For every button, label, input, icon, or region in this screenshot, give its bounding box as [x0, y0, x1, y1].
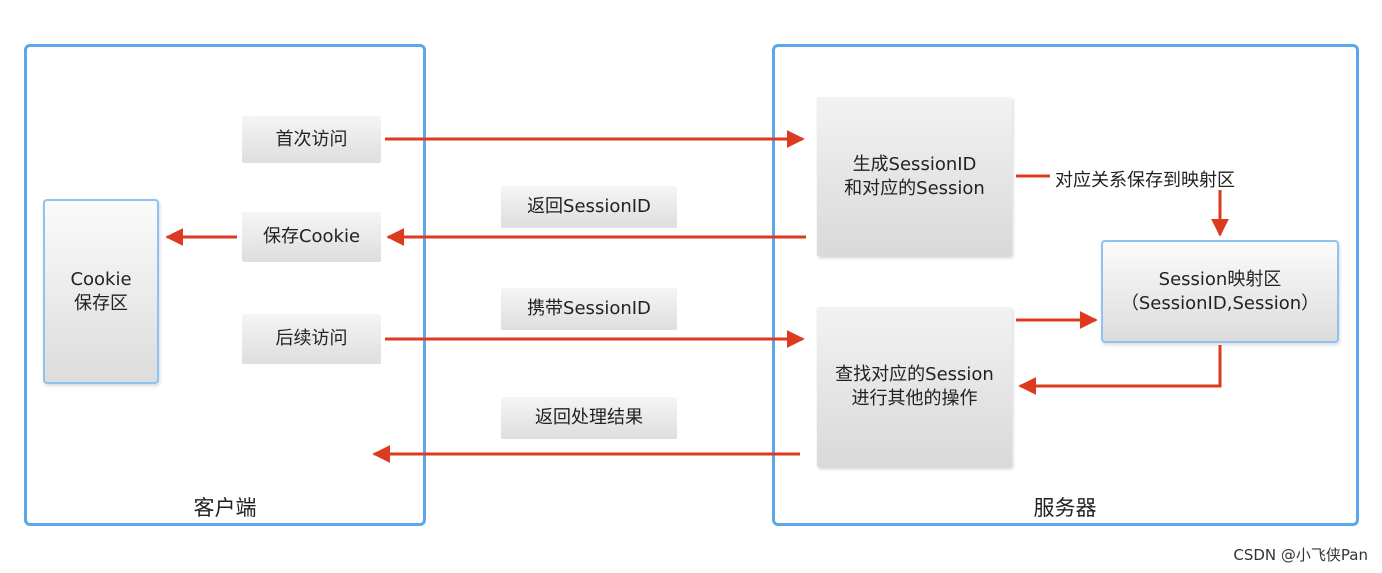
return-session-id-label: 返回SessionID: [501, 186, 677, 228]
save-cookie-box: 保存Cookie: [242, 212, 381, 262]
client-panel-title: 客户端: [193, 496, 257, 520]
later-visit-box: 后续访问: [242, 314, 381, 364]
cookie-store-box: Cookie 保存区: [43, 199, 159, 384]
carry-session-id-label: 携带SessionID: [501, 288, 677, 330]
return-result-label: 返回处理结果: [501, 397, 677, 439]
watermark-text: CSDN @小飞侠Pan: [1233, 546, 1368, 564]
server-panel-title: 服务器: [1033, 496, 1097, 520]
session-map-box: Session映射区 （SessionID,Session）: [1101, 240, 1339, 343]
save-relation-label: 对应关系保存到映射区: [1055, 170, 1235, 191]
generate-session-box: 生成SessionID 和对应的Session: [817, 97, 1012, 256]
first-visit-box: 首次访问: [242, 116, 381, 163]
lookup-session-box: 查找对应的Session 进行其他的操作: [817, 307, 1012, 467]
